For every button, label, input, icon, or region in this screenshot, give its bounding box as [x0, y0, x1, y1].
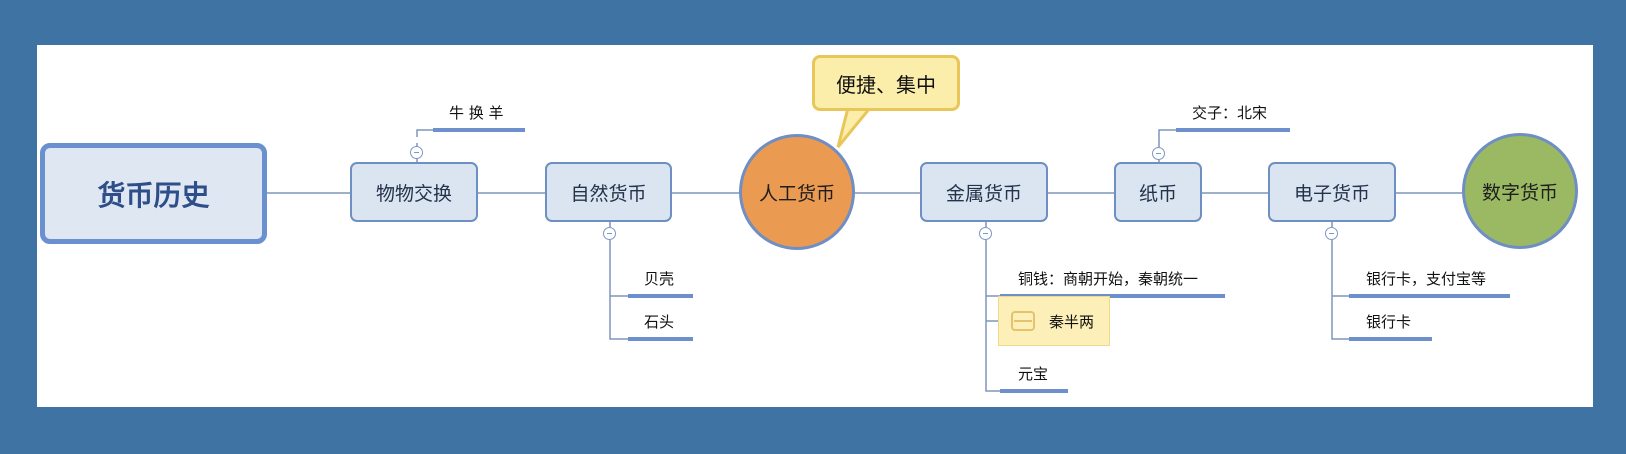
stage-node-metal[interactable]: 金属货币: [920, 162, 1048, 222]
leaf-electronic-2[interactable]: 银行卡: [1366, 313, 1412, 331]
leaf-metal-2-label: 秦半两: [1049, 312, 1095, 331]
stage-node-digital[interactable]: 数字货币: [1462, 133, 1578, 249]
collapse-toggle-icon-paper[interactable]: [1152, 147, 1165, 160]
stage-node-artificial[interactable]: 人工货币: [739, 134, 855, 250]
leaf-metal-3[interactable]: 元宝: [1018, 365, 1049, 383]
leaf-natural-1[interactable]: 贝壳: [644, 270, 675, 288]
collapse-toggle-icon-natural[interactable]: [603, 227, 616, 240]
collapse-toggle-icon-metal[interactable]: [979, 227, 992, 240]
leaf-electronic-1[interactable]: 银行卡，支付宝等: [1366, 270, 1487, 288]
leaf-metal-2[interactable]: 秦半两: [998, 296, 1110, 346]
leaf-metal-1[interactable]: 铜钱：商朝开始，秦朝统一: [1018, 270, 1199, 288]
leaf-barter-1[interactable]: 牛 换 羊: [449, 104, 504, 122]
callout-box: 便捷、集中: [812, 55, 960, 111]
leaf-paper-1[interactable]: 交子：北宋: [1192, 104, 1268, 122]
stage-node-paper[interactable]: 纸币: [1114, 162, 1202, 222]
callout-note[interactable]: 便捷、集中: [812, 55, 960, 111]
note-card-icon: [1011, 311, 1035, 331]
stage-node-natural[interactable]: 自然货币: [545, 162, 672, 222]
stage-node-electronic[interactable]: 电子货币: [1268, 162, 1396, 222]
collapse-toggle-icon-barter[interactable]: [410, 146, 423, 159]
collapse-toggle-icon-electronic[interactable]: [1325, 227, 1338, 240]
root-node[interactable]: 货币历史: [40, 143, 267, 244]
stage-node-barter[interactable]: 物物交换: [350, 162, 478, 222]
leaf-natural-2[interactable]: 石头: [644, 313, 675, 331]
